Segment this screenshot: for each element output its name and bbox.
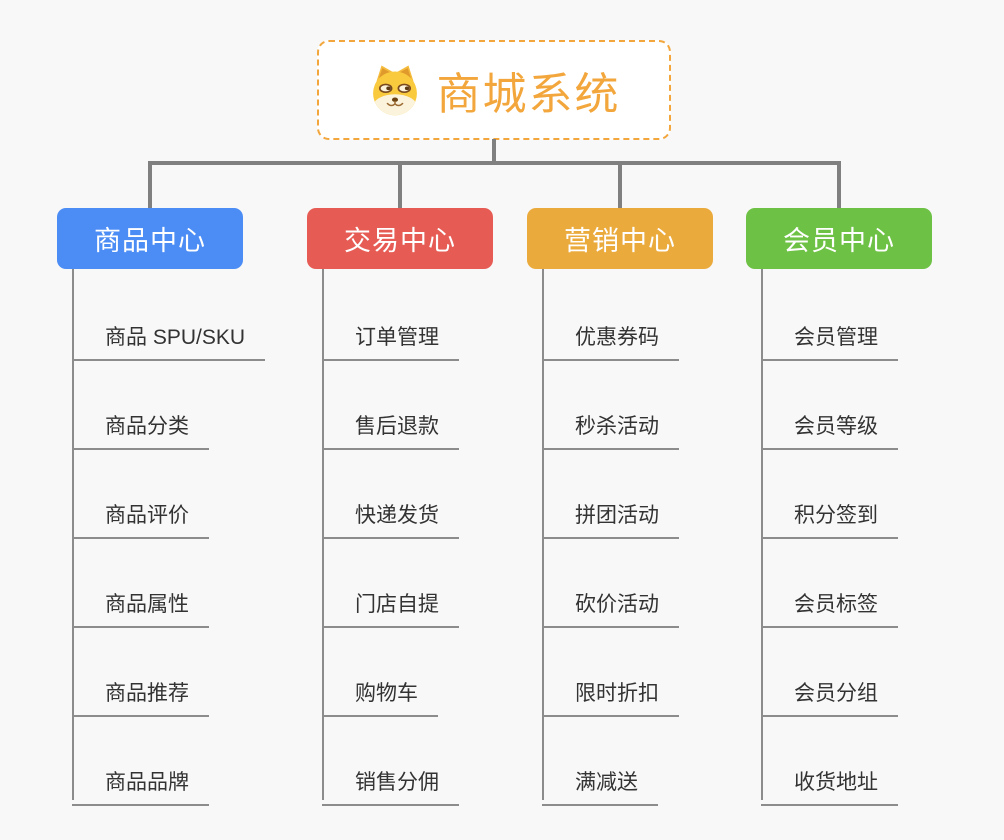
mindmap-node[interactable]: 会员管理	[761, 321, 898, 361]
branch-trade-center: 交易中心 订单管理 售后退款 快递发货 门店自提 购物车 销售分佣	[307, 208, 537, 818]
branch-trunk-line	[761, 269, 763, 800]
connector-horizontal	[148, 161, 841, 165]
branch-header-member-center[interactable]: 会员中心	[746, 208, 932, 269]
root-node[interactable]: 商城系统	[317, 40, 671, 140]
mindmap-node[interactable]: 商品品牌	[72, 766, 209, 806]
mindmap-node[interactable]: 会员标签	[761, 588, 898, 628]
dog-face-icon	[368, 63, 422, 117]
branch-trunk-line	[72, 269, 74, 800]
mindmap-node[interactable]: 砍价活动	[542, 588, 679, 628]
mindmap-node[interactable]: 商品 SPU/SKU	[72, 321, 266, 361]
mindmap-node[interactable]: 销售分佣	[322, 766, 459, 806]
mindmap-node[interactable]: 收货地址	[761, 766, 898, 806]
branch-product-center: 商品中心 商品 SPU/SKU 商品分类 商品评价 商品属性 商品推荐 商品品牌	[57, 208, 287, 818]
mindmap-node[interactable]: 售后退款	[322, 410, 459, 450]
connector-drop-3	[618, 163, 622, 208]
connector-drop-4	[837, 163, 841, 208]
mindmap-node[interactable]: 拼团活动	[542, 499, 679, 539]
root-title: 商城系统	[436, 70, 621, 119]
mindmap-node[interactable]: 优惠券码	[542, 321, 679, 361]
mindmap-node[interactable]: 秒杀活动	[542, 410, 679, 450]
mindmap-node[interactable]: 门店自提	[322, 588, 459, 628]
branch-marketing-center: 营销中心 优惠券码 秒杀活动 拼团活动 砍价活动 限时折扣 满减送	[527, 208, 757, 818]
mindmap-node[interactable]: 会员等级	[761, 410, 898, 450]
mindmap-node[interactable]: 商品推荐	[72, 677, 209, 717]
branch-header-marketing-center[interactable]: 营销中心	[527, 208, 713, 269]
branch-trunk-line	[542, 269, 544, 800]
mindmap-node[interactable]: 限时折扣	[542, 677, 679, 717]
connector-root-stub	[492, 139, 496, 163]
mindmap-node[interactable]: 商品评价	[72, 499, 209, 539]
branch-member-center: 会员中心 会员管理 会员等级 积分签到 会员标签 会员分组 收货地址	[746, 208, 976, 818]
mindmap-node[interactable]: 商品分类	[72, 410, 209, 450]
mindmap-node[interactable]: 购物车	[322, 677, 438, 717]
connector-drop-1	[148, 163, 152, 208]
connector-drop-2	[398, 163, 402, 208]
branch-header-trade-center[interactable]: 交易中心	[307, 208, 493, 269]
mindmap-node[interactable]: 订单管理	[322, 321, 459, 361]
mindmap-node[interactable]: 满减送	[542, 766, 658, 806]
branch-header-product-center[interactable]: 商品中心	[57, 208, 243, 269]
mindmap-node[interactable]: 商品属性	[72, 588, 209, 628]
mindmap-node[interactable]: 快递发货	[322, 499, 459, 539]
mindmap-node[interactable]: 会员分组	[761, 677, 898, 717]
mindmap-node[interactable]: 积分签到	[761, 499, 898, 539]
branch-trunk-line	[322, 269, 324, 800]
